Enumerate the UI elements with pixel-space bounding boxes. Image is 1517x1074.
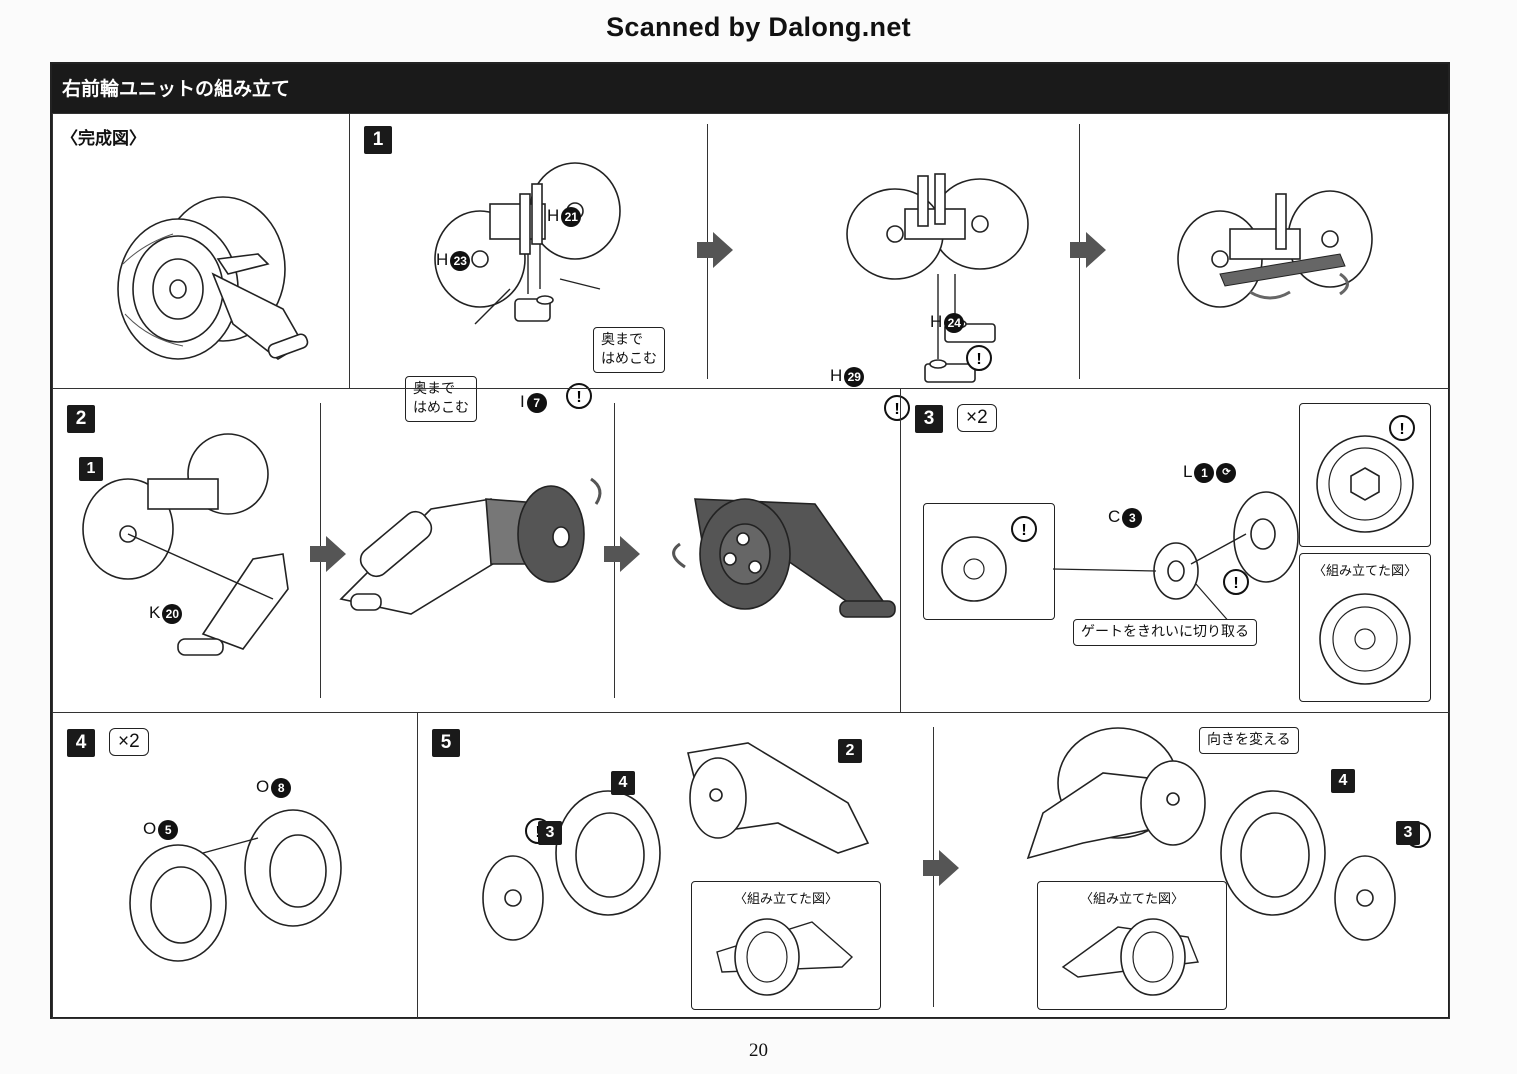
step5-ref2-badge: 2: [838, 739, 862, 763]
step5-badge: 5: [432, 729, 460, 757]
step4-badge: 4: [67, 729, 95, 757]
step5-ref3b-badge: 3: [1396, 821, 1420, 845]
step5-ref4b-badge: 4: [1331, 769, 1355, 793]
step5-illustration-b: !: [1026, 727, 1431, 941]
step3-assembled-label: 〈組み立てた図〉: [1312, 564, 1417, 579]
step2-illustration-a: [82, 433, 289, 656]
instruction-frame: 右前輪ユニットの組み立て 〈完成図〉 1: [50, 62, 1450, 1019]
step5-assembled-drawing-a: [716, 918, 854, 996]
cut-mark-icon: ⟳: [1216, 462, 1237, 483]
step5-assembled-label-a: 〈組み立てた図〉: [733, 892, 838, 907]
step3-gate-detail: !: [923, 503, 1055, 620]
attention-icon-s1b: !: [966, 345, 992, 371]
step3-multiplier: ×2: [957, 404, 997, 432]
completed-label: 〈完成図〉: [61, 129, 146, 149]
step4-multiplier: ×2: [109, 728, 149, 756]
step5-assembled-drawing-b: [1061, 918, 1199, 996]
step5-ref4-badge: 4: [611, 771, 635, 795]
step1-illustration-b: [846, 173, 1029, 383]
change-direction-note: 向きを変える: [1199, 727, 1299, 754]
step5-panel: 5 ! 4 2 3 〈組み立てた図〉: [417, 712, 1450, 1019]
section-title: 右前輪ユニットの組み立て: [52, 64, 1448, 114]
step3-gate-detail-drawing: !: [941, 516, 1037, 602]
step3-assembled-drawing: [1319, 593, 1411, 685]
completed-panel: 〈完成図〉: [52, 113, 350, 389]
step1-badge: 1: [364, 126, 392, 154]
next-arrow-s2a: [310, 536, 346, 572]
step1-illustration-c: [1177, 190, 1373, 308]
push-in-callout-left: 奥まで はめこむ: [405, 376, 477, 422]
step5-assembled-detail-b: 〈組み立てた図〉: [1037, 881, 1227, 1010]
step2-illustration-c: [672, 498, 896, 618]
step2-badge: 2: [67, 405, 95, 433]
completed-wheel-illustration: [117, 196, 309, 360]
svg-text:!: !: [894, 401, 899, 418]
hex-socket-drawing: !: [1316, 415, 1415, 533]
next-arrow-s1b: [1070, 232, 1106, 268]
step3-badge: 3: [915, 405, 943, 433]
step3-hex-detail: !: [1299, 403, 1431, 547]
step2-illustration-b: [339, 477, 602, 615]
svg-text:!: !: [1233, 575, 1238, 592]
next-arrow-s2b: [604, 536, 640, 572]
gate-trim-note: ゲートをきれいに切り取る: [1073, 619, 1257, 646]
attention-icon-s1a: !: [566, 383, 592, 409]
svg-text:!: !: [1399, 421, 1404, 438]
svg-text:!: !: [976, 351, 981, 368]
step5-illustration-a: !: [482, 742, 870, 941]
attention-icon-s1c: !: [884, 395, 910, 421]
next-arrow-s1a: [697, 232, 733, 268]
step3-panel: 3 ×2 ! ! ! L1⟳ C3 ゲートをきれいに切: [900, 388, 1450, 713]
step5-assembled-detail-a: 〈組み立てた図〉: [691, 881, 881, 1010]
page-number: 20: [749, 1040, 768, 1061]
step5-ref3-badge: 3: [538, 821, 562, 845]
step5-assembled-label-b: 〈組み立てた図〉: [1079, 892, 1184, 907]
step3-assembled-detail: 〈組み立てた図〉: [1299, 553, 1431, 702]
push-in-callout-right: 奥まで はめこむ: [593, 327, 665, 373]
next-arrow-s5: [923, 850, 959, 886]
step4-illustration: [129, 809, 342, 962]
svg-text:!: !: [576, 389, 581, 406]
scan-credit: Scanned by Dalong.net: [606, 12, 911, 42]
svg-text:!: !: [1021, 522, 1026, 539]
step2-subref-badge: 1: [79, 457, 103, 481]
